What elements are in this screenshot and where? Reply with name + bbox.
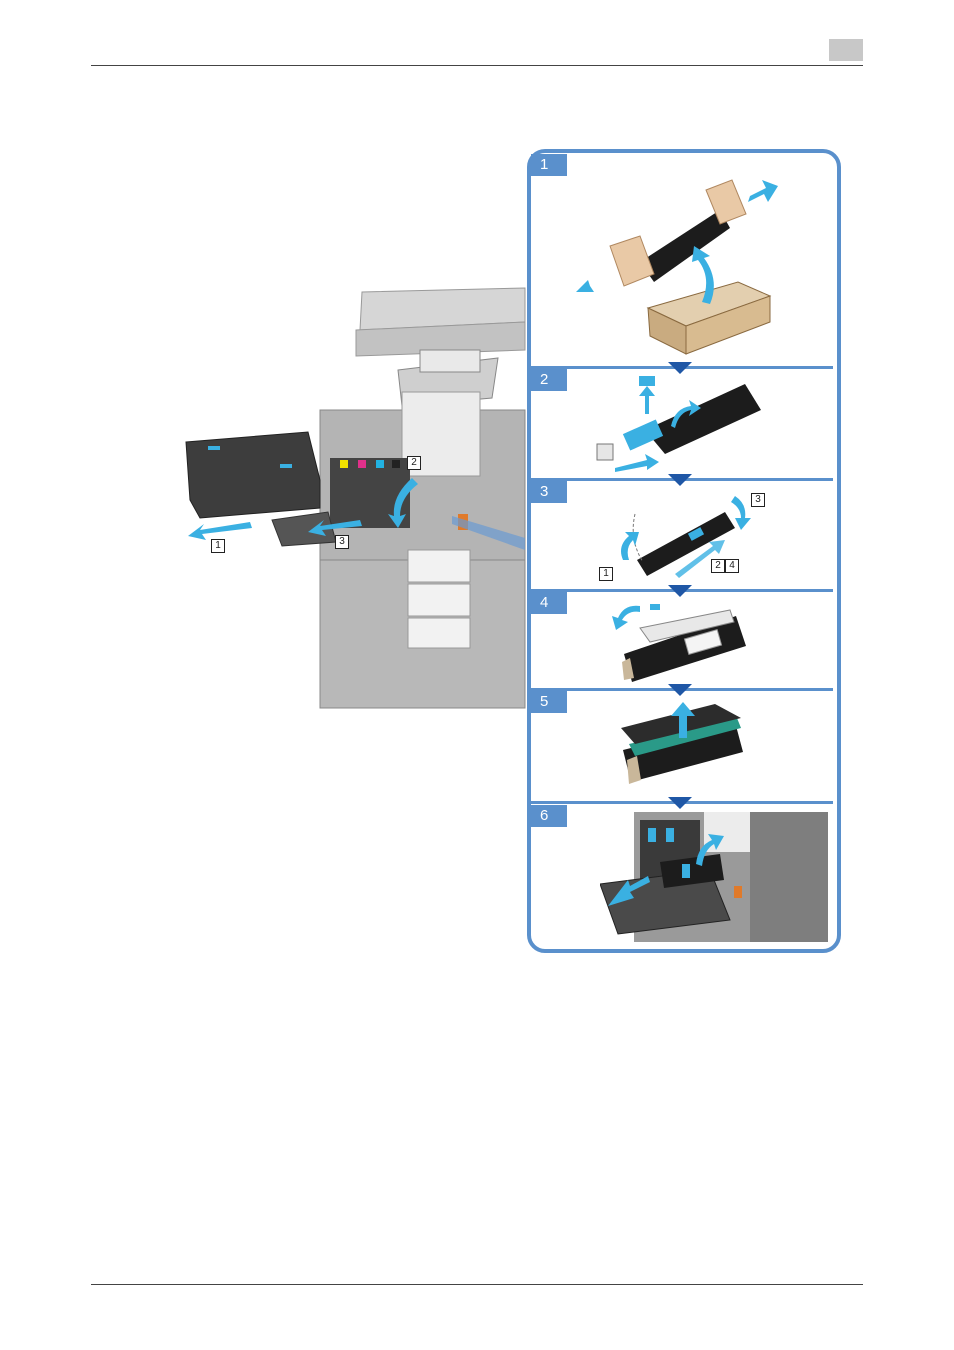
step-6-number: 6 xyxy=(531,805,567,827)
mfp-illustration xyxy=(180,280,530,710)
step-1-illustration xyxy=(570,170,780,360)
step-2-number: 2 xyxy=(531,369,567,391)
step-3-callout-1: 1 xyxy=(599,567,613,581)
footer-rule xyxy=(91,1284,863,1285)
step-4-number: 4 xyxy=(531,592,567,614)
step-3-callout-3: 3 xyxy=(751,493,765,507)
step-2-illustration xyxy=(585,370,775,475)
step-4-illustration xyxy=(610,598,760,686)
down-arrow-3-4 xyxy=(668,585,692,597)
callout-main-2: 2 xyxy=(407,456,421,470)
callout-main-3: 3 xyxy=(335,535,349,549)
callout-main-1: 1 xyxy=(211,539,225,553)
step-3-callout-2: 2 xyxy=(711,559,725,573)
step-5-illustration xyxy=(615,698,750,798)
step-3-callout-4: 4 xyxy=(725,559,739,573)
down-arrow-2-3 xyxy=(668,474,692,486)
down-arrow-5-6 xyxy=(668,797,692,809)
step-5-number: 5 xyxy=(531,691,567,713)
header-page-tab xyxy=(829,39,863,61)
step-3-number: 3 xyxy=(531,481,567,503)
step-6-illustration xyxy=(600,810,830,944)
step-1-number: 1 xyxy=(531,154,567,176)
header-rule xyxy=(91,65,863,66)
